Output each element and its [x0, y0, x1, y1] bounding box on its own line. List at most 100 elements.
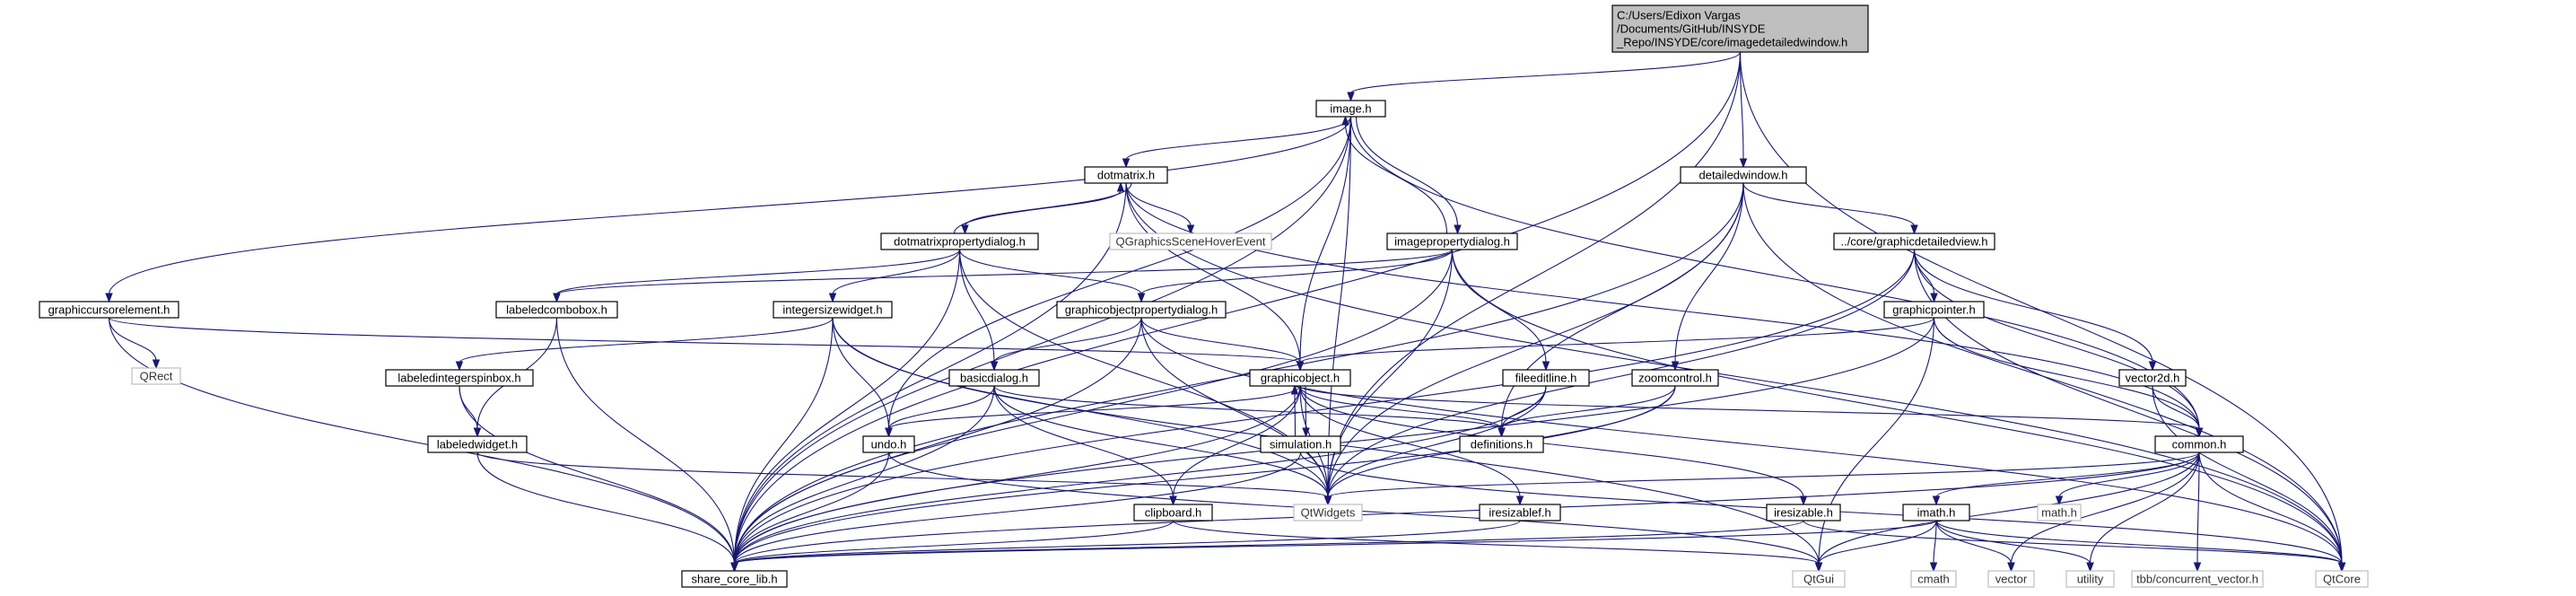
node-integersizewidget[interactable]: integersizewidget.h — [773, 301, 893, 319]
edge-image-to-graphiccursor — [105, 116, 1352, 303]
edge-graphicobject-to-undo — [885, 385, 1301, 438]
node-imageprop[interactable]: imagepropertydialog.h — [1386, 232, 1518, 250]
node-label: undo.h — [871, 438, 907, 451]
node-undo[interactable]: undo.h — [862, 435, 915, 453]
node-graphicobjectprop[interactable]: graphicobjectpropertydialog.h — [1056, 301, 1227, 319]
node-definitions[interactable]: definitions.h — [1459, 435, 1544, 453]
edge-line — [733, 51, 1742, 565]
node-graphicobject[interactable]: graphicobject.h — [1249, 369, 1351, 387]
edge-labeledintspin-to-labeledwidget — [458, 385, 482, 438]
edge-line — [1125, 116, 1352, 161]
node-sharecore[interactable]: share_core_lib.h — [681, 570, 788, 588]
node-graphicpointer[interactable]: graphicpointer.h — [1883, 301, 1985, 319]
node-root[interactable]: C:/Users/Edixon Vargas/Documents/GitHub/… — [1611, 4, 1869, 53]
node-labeledintspin[interactable]: labeledintegerspinbox.h — [385, 369, 534, 387]
node-label: imath.h — [1917, 506, 1956, 520]
edge-line — [1327, 249, 1916, 498]
node-dotmatrix[interactable]: dotmatrix.h — [1084, 166, 1168, 184]
edge-line — [958, 249, 1142, 295]
node-label: integersizewidget.h — [782, 303, 882, 317]
edge-line — [1172, 520, 1820, 565]
edge-line — [733, 385, 995, 565]
edge-arrowhead — [152, 359, 161, 370]
node-label: vector — [1995, 573, 2028, 586]
edge-imageprop-to-labeledcombobox — [553, 249, 1454, 303]
node-qtcore: QtCore — [2315, 570, 2369, 588]
node-clipboard[interactable]: clipboard.h — [1133, 504, 1213, 522]
edge-line — [1500, 385, 1676, 430]
edge-arrowhead — [1932, 495, 1941, 506]
edge-arrowhead — [1454, 224, 1462, 235]
edge-arrowhead — [961, 224, 969, 235]
edge-line — [1739, 51, 2343, 565]
edge-common-to-qtwidgets — [1323, 451, 2200, 506]
node-simulation[interactable]: simulation.h — [1260, 435, 1341, 453]
node-qtgui: QtGui — [1792, 570, 1846, 588]
nodes-layer: C:/Users/Edixon Vargas/Documents/GitHub/… — [39, 4, 2369, 588]
edge-line — [993, 385, 1329, 498]
edge-line — [1125, 182, 1301, 364]
edge-line — [733, 249, 961, 565]
node-box — [2315, 570, 2369, 588]
node-box — [1902, 504, 1970, 522]
node-graphiccursor[interactable]: graphiccursorelement.h — [39, 301, 179, 319]
node-box — [1502, 369, 1590, 387]
node-label: iresizablef.h — [1489, 506, 1550, 520]
edge-arrowhead — [885, 427, 893, 438]
edge-line — [1327, 116, 1352, 498]
node-box — [2154, 435, 2244, 453]
edge-simulation-to-graphicobject — [1290, 384, 1299, 437]
edge-line — [1818, 520, 1937, 565]
node-box — [773, 301, 893, 319]
node-iresizablef[interactable]: iresizablef.h — [1479, 504, 1561, 522]
edge-arrowhead — [1169, 495, 1177, 506]
edge-arrowhead — [2055, 495, 2064, 506]
node-labeledcombobox[interactable]: labeledcombobox.h — [495, 301, 618, 319]
edge-basicdialog-to-undo — [885, 385, 995, 438]
node-common[interactable]: common.h — [2154, 435, 2244, 453]
node-labeledwidget[interactable]: labeledwidget.h — [427, 435, 528, 453]
edge-line — [458, 317, 834, 364]
node-zoomcontrol[interactable]: zoomcontrol.h — [1631, 369, 1719, 387]
edge-line — [2196, 451, 2200, 565]
node-box — [2065, 570, 2115, 588]
node-image[interactable]: image.h — [1315, 100, 1386, 118]
node-box — [427, 435, 528, 453]
edge-zoomcontrol-to-sharecore — [730, 385, 1676, 573]
edge-line — [733, 182, 1744, 565]
edge-simulation-to-sharecore — [730, 451, 1302, 573]
node-iresizable[interactable]: iresizable.h — [1766, 504, 1841, 522]
edge-line — [1299, 385, 1521, 498]
edge-arrowhead — [1296, 361, 1305, 372]
node-qgshover: QGraphicsSceneHoverEvent — [1109, 232, 1272, 250]
node-detailedwindow[interactable]: detailedwindow.h — [1680, 166, 1807, 184]
edge-arrowhead — [1116, 181, 1125, 192]
node-qtwidgets: QtWidgets — [1293, 504, 1363, 522]
node-label: C:/Users/Edixon Vargas — [1617, 9, 1741, 22]
node-imath[interactable]: imath.h — [1902, 504, 1970, 522]
node-dotmatrixprop[interactable]: dotmatrixpropertydialog.h — [880, 232, 1039, 250]
edge-graphicobject-to-common — [1299, 385, 2204, 438]
edge-image-to-sharecore — [730, 116, 1352, 573]
node-label: graphicobjectpropertydialog.h — [1065, 303, 1218, 317]
edge-line — [1140, 317, 2343, 565]
edge-labeledintspin-to-sharecore — [458, 385, 738, 573]
node-label: share_core_lib.h — [691, 573, 777, 586]
node-vector2d[interactable]: vector2d.h — [2118, 369, 2187, 387]
node-graphicdetailedview[interactable]: ../core/graphicdetailedview.h — [1833, 232, 1995, 250]
edge-common-to-sharecore — [730, 451, 2200, 573]
node-label: labeledcombobox.h — [506, 303, 607, 317]
edge-graphicobjectprop-to-basicdialog — [990, 317, 1142, 372]
edge-graphicpointer-to-graphicobject — [1296, 317, 1935, 372]
node-box — [1883, 301, 1985, 319]
node-label: QGraphicsSceneHoverEvent — [1116, 235, 1266, 249]
node-basicdialog[interactable]: basicdialog.h — [948, 369, 1040, 387]
node-fileeditline[interactable]: fileeditline.h — [1502, 369, 1590, 387]
edge-line — [887, 385, 1301, 430]
node-box — [681, 570, 788, 588]
edge-graphicobjectprop-to-sharecore — [730, 317, 1142, 573]
edge-arrowhead — [1541, 361, 1550, 372]
edge-root-to-qtcore — [1739, 51, 2346, 573]
edge-arrowhead — [1799, 495, 1808, 506]
edge-line — [1349, 51, 1742, 94]
